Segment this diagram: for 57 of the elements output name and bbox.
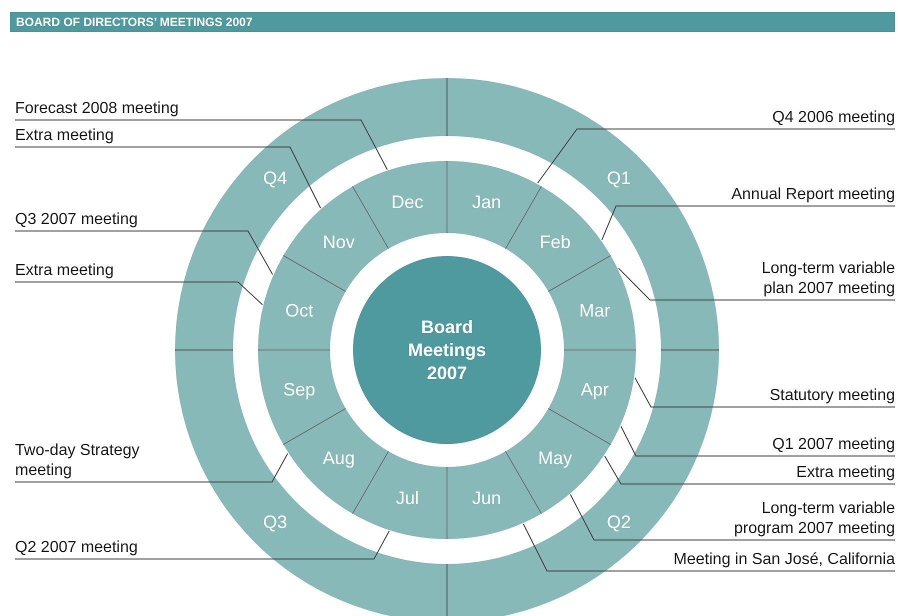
month-segment [258, 350, 346, 444]
meeting-label: Q1 2007 meeting [772, 435, 895, 455]
month-label: Aug [322, 448, 355, 468]
leader-line [570, 494, 896, 540]
month-segment [447, 451, 542, 539]
quarter-label: Q1 [606, 168, 631, 188]
month-label: Sep [283, 380, 316, 400]
meeting-label: Extra meeting [15, 261, 114, 281]
leader-line [14, 530, 390, 560]
month-segment [283, 408, 388, 514]
leader-line [634, 377, 896, 408]
leader-line [14, 453, 288, 482]
month-label: Jul [396, 488, 419, 508]
month-segment [548, 256, 636, 350]
meeting-label: Q2 2007 meeting [15, 538, 138, 558]
month-label: Mar [579, 300, 610, 320]
quarter-label: Q2 [606, 512, 631, 532]
leader-line [620, 426, 896, 456]
month-segment [258, 256, 346, 350]
month-segment [506, 186, 611, 292]
meeting-label: Q4 2006 meeting [772, 108, 895, 128]
meeting-label: Long-term variable plan 2007 meeting [730, 259, 895, 299]
month-label: Oct [285, 300, 314, 320]
leader-line [14, 120, 388, 170]
meeting-label: Extra meeting [15, 126, 114, 146]
meeting-label: Forecast 2008 meeting [15, 99, 179, 119]
month-label: Apr [580, 380, 609, 400]
month-segment [352, 451, 447, 539]
meeting-label: Two-day Strategy meeting [15, 441, 170, 481]
month-label: Jun [472, 488, 502, 508]
meeting-label: Statutory meeting [770, 386, 895, 406]
quarter-label: Q3 [263, 512, 288, 532]
leader-line [14, 230, 274, 275]
meeting-label: Long-term variable program 2007 meeting [700, 499, 895, 539]
meeting-label: Annual Report meeting [731, 185, 895, 205]
leader-line [601, 206, 896, 240]
month-segment [447, 161, 542, 249]
month-segment [283, 186, 388, 292]
month-segment [506, 408, 611, 514]
month-label: May [538, 448, 572, 468]
meeting-label: Q3 2007 meeting [15, 210, 138, 230]
leader-line [14, 146, 322, 209]
leader-line [604, 456, 896, 484]
meeting-label: Meeting in San José, California [674, 550, 895, 570]
month-label: Nov [322, 232, 355, 252]
meeting-label: Extra meeting [796, 463, 895, 483]
title-bar: BOARD OF DIRECTORS’ MEETINGS 2007 [10, 12, 895, 32]
month-label: Feb [540, 232, 571, 252]
leader-line [14, 282, 263, 306]
leader-line [537, 128, 896, 184]
month-label: Jan [472, 192, 502, 212]
quarter-label: Q4 [263, 168, 288, 188]
leader-line [618, 268, 896, 300]
month-segment [548, 350, 636, 444]
center-label: Board Meetings 2007 [406, 316, 487, 384]
month-label: Dec [391, 192, 424, 212]
leader-line [522, 524, 896, 572]
